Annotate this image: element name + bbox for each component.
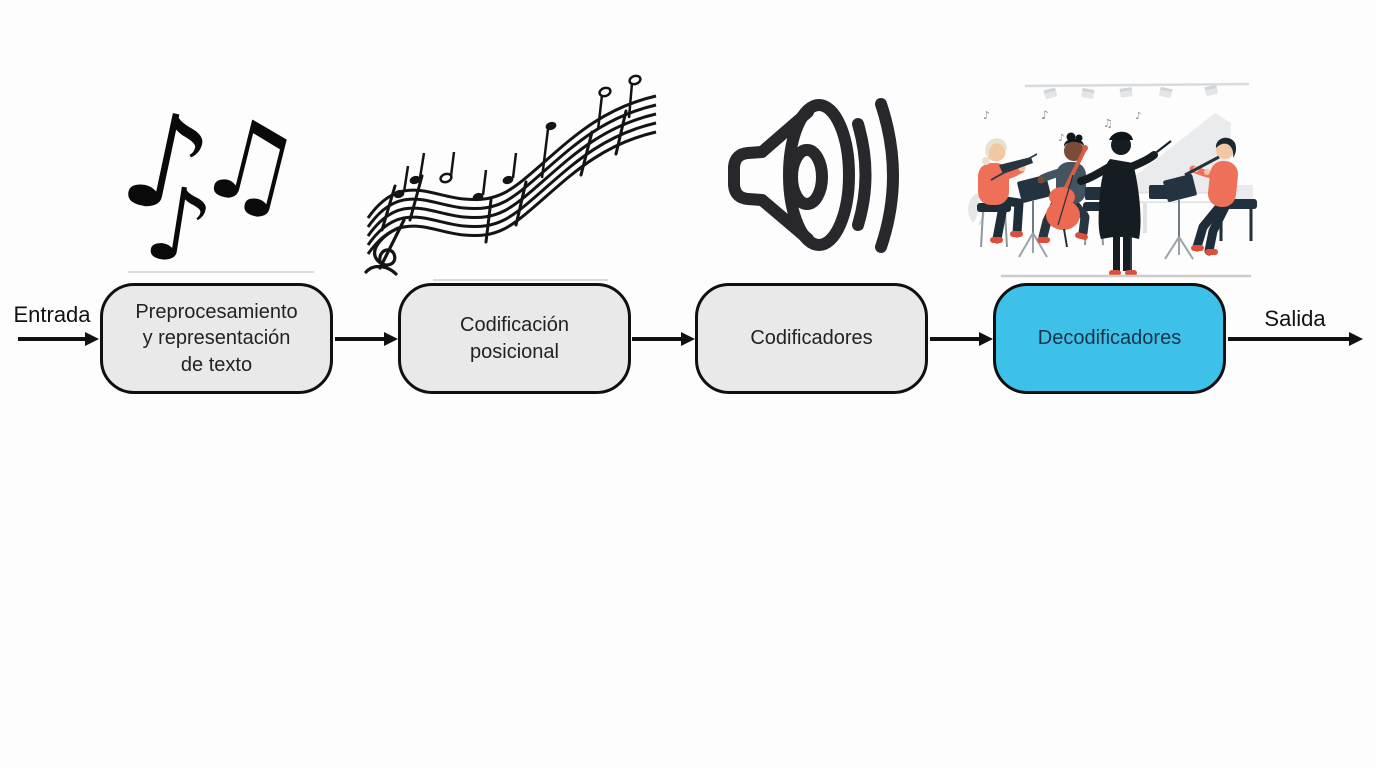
music-notes-illustration: ♪ ♫ ♪ — [109, 58, 315, 290]
wavy-staff-icon — [364, 74, 658, 281]
arrow-node2-node3 — [632, 332, 695, 346]
orchestra-illustration: ♪ ♪ ♫ ♪ ♪ ♪ — [963, 75, 1258, 280]
staff-notes — [393, 74, 642, 202]
bar-lines — [380, 109, 628, 244]
ceiling-lights — [1024, 82, 1250, 100]
treble-clef-icon — [364, 218, 406, 276]
speaker-back — [728, 146, 768, 206]
speaker-illustration — [712, 82, 917, 267]
bow-icon — [990, 153, 1038, 181]
violinist — [977, 138, 1038, 248]
input-arrow — [18, 332, 99, 346]
cello-neck — [1061, 148, 1087, 194]
baton-icon — [1152, 140, 1172, 156]
speaker-icon — [728, 98, 899, 253]
node-codificacion-posicional: Codificación posicional — [398, 283, 631, 394]
node-label: Decodificadores — [1037, 327, 1182, 350]
arrow-node1-node2 — [335, 332, 398, 346]
sound-wave-large — [875, 98, 899, 253]
orchestra-scene: ♪ ♪ ♫ ♪ ♪ ♪ — [968, 82, 1257, 278]
note-icon: ♪ — [1135, 111, 1141, 122]
node-codificadores: Codificadores — [695, 283, 928, 394]
ground-shadow — [128, 271, 314, 273]
cellist — [1037, 132, 1105, 248]
flutist — [1184, 137, 1257, 256]
arrow-node3-node4 — [930, 332, 993, 346]
conductor — [1077, 131, 1172, 277]
output-label: Salida — [1264, 306, 1326, 331]
input-label: Entrada — [13, 302, 91, 327]
flute-icon — [1184, 155, 1220, 177]
node-label: Codificación posicional — [460, 314, 569, 363]
speaker-inner — [786, 144, 828, 210]
staff-lines — [366, 94, 658, 256]
note-icon: ♪ — [1058, 133, 1064, 144]
note-icon: ♪ — [983, 109, 990, 122]
wavy-staff-illustration — [358, 58, 665, 283]
node-decodificadores: Decodificadores — [993, 283, 1226, 394]
music-stand — [1163, 174, 1197, 260]
output-arrow — [1228, 332, 1363, 346]
node-label: Preprocesamiento y representación de tex… — [135, 300, 298, 376]
note-icon: ♫ — [1103, 117, 1113, 130]
note-icon: ♪ — [1041, 108, 1049, 122]
node-label: Codificadores — [750, 327, 873, 350]
sound-wave-small — [852, 118, 872, 231]
node-preprocesamiento: Preprocesamiento y representación de tex… — [100, 283, 333, 394]
